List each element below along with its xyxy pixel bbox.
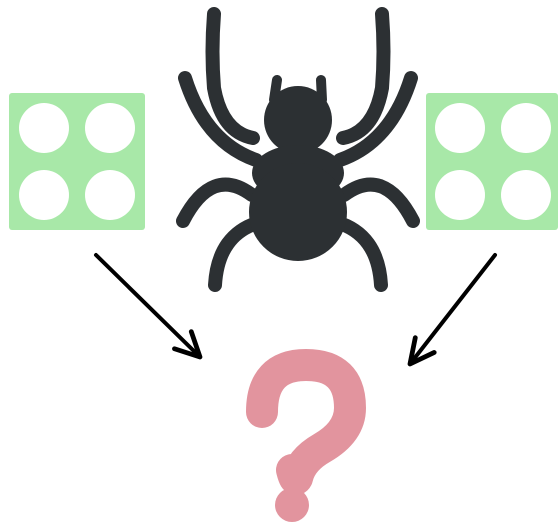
question-mark-icon	[246, 349, 366, 522]
spider-abdomen	[249, 163, 347, 261]
spider-leg	[337, 177, 420, 228]
tile-dot	[435, 103, 485, 153]
left-four-dot-tile-icon	[9, 93, 145, 230]
tile-dot	[85, 103, 135, 153]
arrow-right-to-result	[407, 253, 497, 367]
tile-dot	[85, 170, 135, 220]
tile-dot	[19, 103, 69, 153]
tile-dot	[501, 103, 551, 153]
spider-leg	[176, 177, 259, 228]
spider-body	[249, 86, 347, 261]
spider-leg	[333, 71, 418, 167]
spider-leg	[178, 71, 263, 167]
spider-leg	[336, 7, 391, 145]
tile-dot	[19, 170, 69, 220]
spider-head	[264, 86, 332, 154]
tile-dot	[435, 170, 485, 220]
spider-icon	[176, 7, 420, 292]
tile-dot	[501, 170, 551, 220]
arrow-left-to-result	[94, 253, 203, 360]
right-four-dot-tile-icon	[426, 93, 558, 230]
question-mark-dot	[275, 488, 309, 522]
spider-leg	[205, 7, 260, 145]
